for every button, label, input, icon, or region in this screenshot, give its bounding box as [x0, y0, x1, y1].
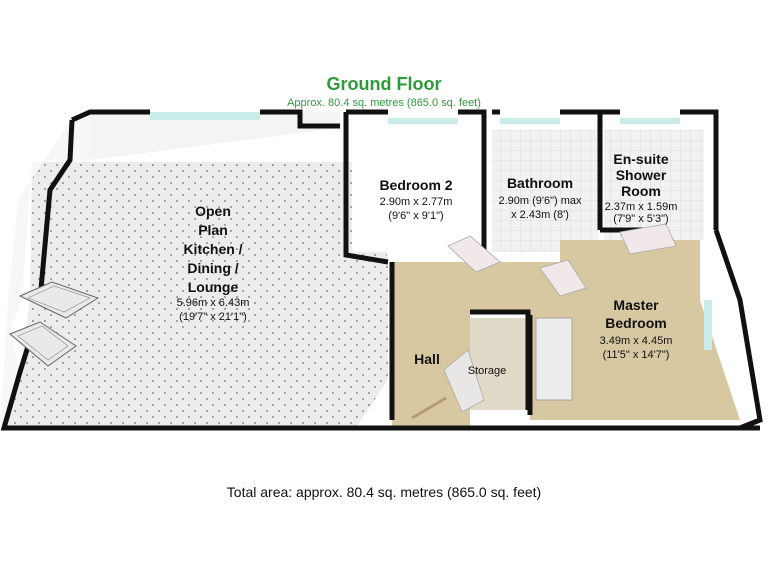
window-top-1	[150, 112, 260, 120]
bathroom-floor	[492, 130, 598, 252]
ensuite-door	[619, 223, 677, 255]
walls	[0, 109, 763, 431]
total-area-caption: Total area: approx. 80.4 sq. metres (865…	[226, 484, 542, 500]
room-dimension: 2.90m (9'6") max	[498, 195, 582, 207]
front-door	[411, 396, 447, 420]
window-top-2	[388, 118, 458, 124]
room-name-line: Open	[195, 203, 231, 219]
room-name-line: Room	[621, 183, 661, 199]
bathroom-door	[447, 235, 501, 273]
bedroom-2-floor	[352, 130, 478, 252]
room-name-line: Bathroom	[507, 175, 573, 191]
skylight-1	[18, 281, 100, 319]
room-dimension: (9'6" x 9'1")	[388, 210, 443, 222]
window-right	[704, 300, 712, 350]
master-door	[539, 259, 587, 297]
open-plan-floor	[4, 162, 388, 428]
room-dimension: 2.90m x 2.77m	[380, 196, 453, 208]
wardrobe	[535, 317, 573, 401]
plan-subtitle: Approx. 80.4 sq. metres (865.0 sq. feet)	[287, 97, 481, 109]
skylight-2	[9, 321, 77, 367]
storage-floor	[470, 318, 528, 410]
room-name-line: Master	[613, 297, 659, 313]
room-name-line: Bedroom 2	[379, 177, 452, 193]
room-name-line: Shower	[616, 167, 667, 183]
storage-door	[443, 349, 485, 413]
room-dimension: 5.96m x 6.43m	[177, 297, 250, 309]
room-name-line: Bedroom	[605, 315, 666, 331]
room-name-line: Lounge	[188, 279, 239, 295]
room-label-open-plan: Open Plan Kitchen / Dining / Lounge 5.96…	[177, 203, 250, 323]
room-label-ensuite: En-suite Shower Room 2.37m x 1.59m (7'9"…	[605, 151, 678, 225]
hall-floor	[392, 262, 560, 428]
wall-face-top	[90, 112, 340, 160]
room-dimension: x 2.43m (8')	[511, 209, 569, 221]
window-top-3	[500, 118, 560, 124]
room-dimension: 2.37m x 1.59m	[605, 201, 678, 213]
wall-face-left	[0, 112, 90, 428]
room-dimension: (19'7" x 21'1")	[179, 311, 247, 323]
room-name-line: Plan	[198, 222, 228, 238]
room-label-storage: Storage	[468, 365, 507, 377]
room-name-line: En-suite	[613, 151, 668, 167]
room-dimension: (7'9" x 5'3")	[613, 213, 668, 225]
room-label-bathroom: Bathroom 2.90m (9'6") max x 2.43m (8')	[498, 175, 582, 221]
room-name-line: Kitchen /	[183, 241, 242, 257]
plan-title: Ground Floor	[326, 74, 442, 94]
room-label-hall: Hall	[414, 351, 440, 367]
room-label-master-bedroom: Master Bedroom 3.49m x 4.45m (11'5" x 14…	[600, 297, 673, 361]
room-dimension: (11'5" x 14'7")	[603, 349, 670, 361]
room-name-line: Dining /	[187, 260, 238, 276]
ensuite-floor	[604, 130, 704, 240]
room-label-bedroom-2: Bedroom 2 2.90m x 2.77m (9'6" x 9'1")	[379, 177, 452, 222]
window-top-4	[620, 118, 680, 124]
room-dimension: 3.49m x 4.45m	[600, 335, 673, 347]
